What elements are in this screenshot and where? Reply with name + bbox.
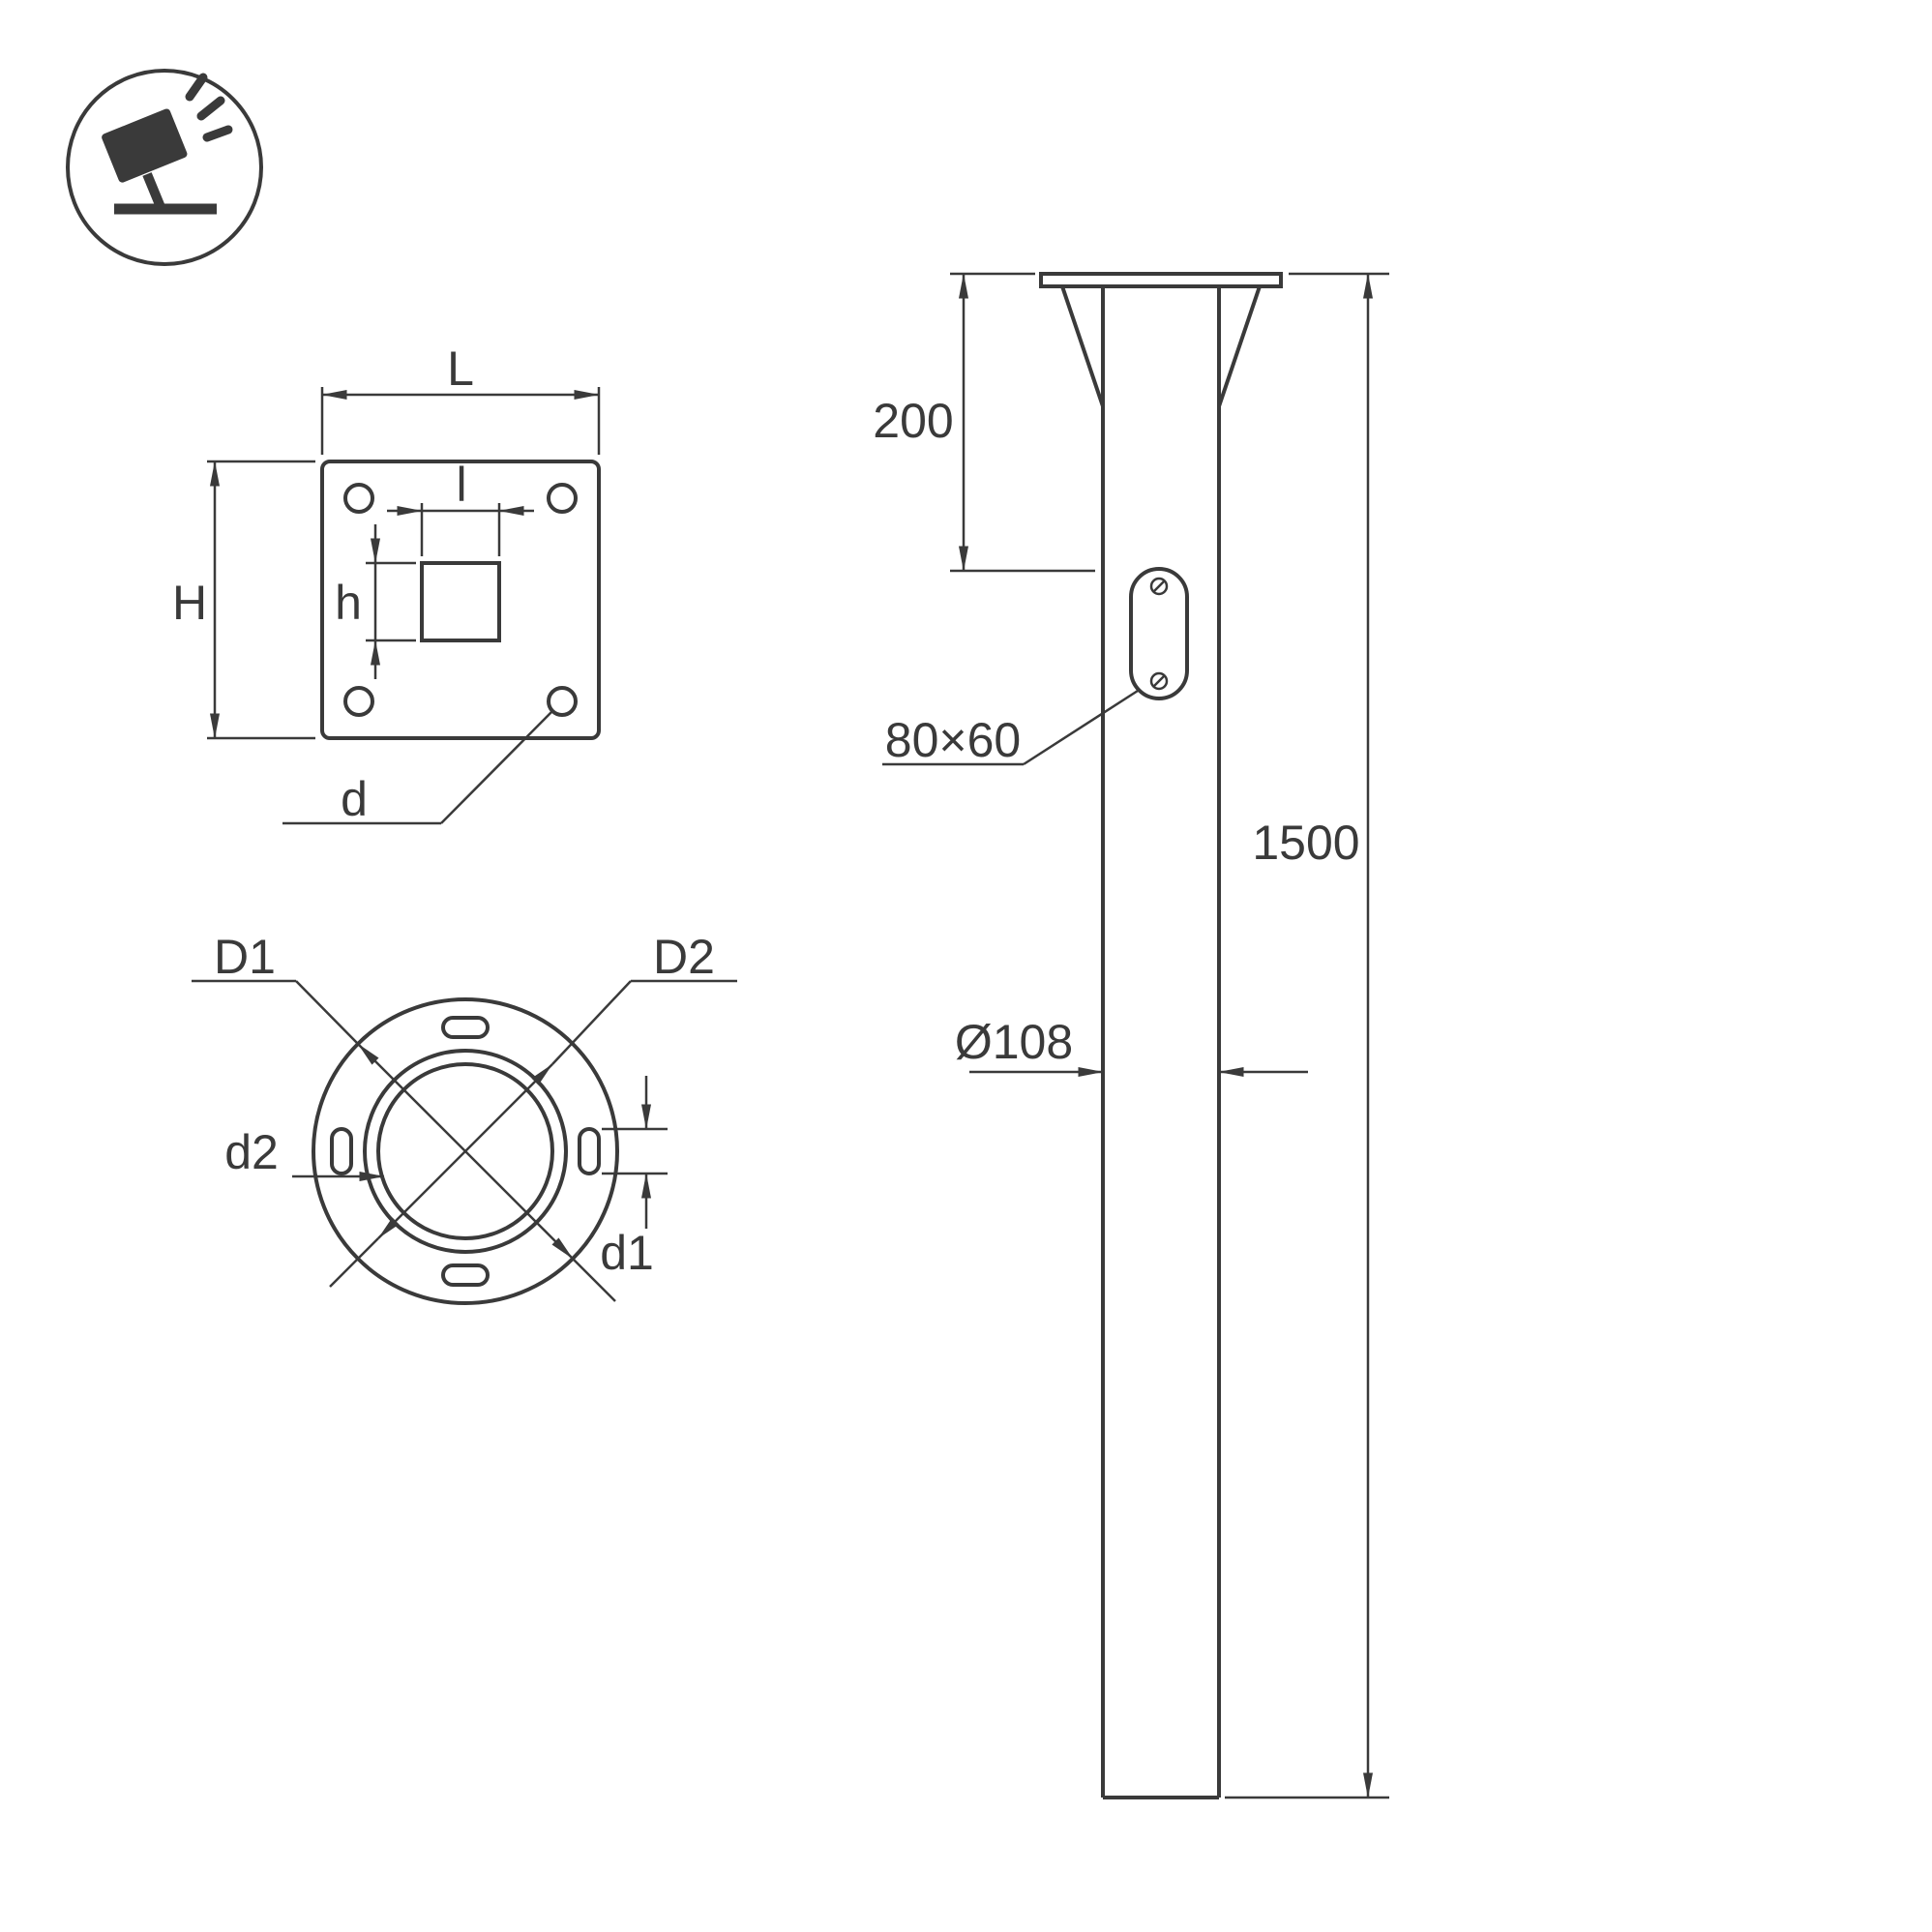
hatch-size-label: 80×60 bbox=[885, 713, 1021, 767]
floodlight-head bbox=[102, 108, 188, 183]
hatch-outline bbox=[1129, 567, 1189, 700]
dimension-label-D1: D1 bbox=[214, 930, 276, 984]
slot-hole-bottom bbox=[441, 1263, 490, 1287]
dimension-H: H bbox=[172, 460, 315, 740]
dimension-l: l bbox=[387, 458, 534, 556]
dimension-tail bbox=[572, 1258, 616, 1302]
dimension-L: L bbox=[320, 342, 601, 455]
top-flange-plate bbox=[1039, 272, 1283, 288]
dimension-d2: d2 bbox=[224, 1125, 385, 1181]
flange-plate-outline bbox=[320, 460, 601, 740]
leader-d: d bbox=[282, 710, 553, 826]
bolt-hole bbox=[547, 483, 578, 514]
dimension-label-D2: D2 bbox=[653, 930, 715, 984]
hatch-screw-top bbox=[1149, 577, 1169, 596]
dimension-200: 200 bbox=[873, 272, 1095, 573]
top-view-flange-plate: L H l h bbox=[172, 342, 601, 826]
leader-line bbox=[295, 980, 359, 1045]
dimension-label-L: L bbox=[447, 342, 474, 396]
access-hatch bbox=[1129, 567, 1189, 700]
dimension-label-diameter: Ø108 bbox=[955, 1015, 1073, 1069]
leader-line bbox=[551, 980, 632, 1065]
gusset-right bbox=[1217, 285, 1262, 407]
dimension-label-H: H bbox=[172, 576, 207, 630]
gusset-left bbox=[1060, 285, 1105, 407]
dimension-label-200: 200 bbox=[873, 394, 953, 448]
leader-line bbox=[1023, 689, 1139, 766]
slot-hole-left bbox=[330, 1127, 353, 1175]
side-view-pole: 200 80×60 1500 Ø108 bbox=[873, 272, 1389, 1799]
leader-line bbox=[440, 710, 553, 824]
dimension-label-d2: d2 bbox=[224, 1125, 279, 1179]
dimension-label-1500: 1500 bbox=[1252, 816, 1359, 870]
icon-circle bbox=[66, 69, 263, 266]
bottom-view-round-flange: D1 D2 d2 d1 bbox=[192, 930, 737, 1305]
dimension-label-d: d bbox=[341, 772, 368, 826]
slot-hole-top bbox=[441, 1016, 490, 1039]
screw-slot bbox=[1152, 674, 1166, 688]
leader-hatch-size: 80×60 bbox=[882, 689, 1139, 767]
dimension-label-l: l bbox=[456, 458, 466, 512]
tilted-floodlight-icon bbox=[66, 69, 263, 266]
dimension-1500: 1500 bbox=[1225, 272, 1389, 1799]
dimension-d1: d1 bbox=[600, 1076, 668, 1280]
bolt-hole bbox=[547, 686, 578, 717]
dimension-D2: D2 bbox=[329, 930, 737, 1288]
dimension-h: h bbox=[335, 524, 416, 679]
bolt-hole bbox=[343, 686, 374, 717]
screw-slot bbox=[1152, 580, 1166, 593]
flange-outer-circle bbox=[312, 997, 619, 1305]
hatch-screw-bottom bbox=[1149, 671, 1169, 691]
light-rays-icon bbox=[185, 73, 233, 142]
dimension-diameter-108: Ø108 bbox=[955, 1015, 1308, 1077]
slot-hole-right bbox=[578, 1127, 601, 1175]
dimension-label-d1: d1 bbox=[600, 1226, 654, 1280]
dimension-label-h: h bbox=[335, 576, 362, 630]
bolt-hole bbox=[343, 483, 374, 514]
center-pocket-outline bbox=[420, 561, 501, 642]
dimension-D1: D1 bbox=[192, 930, 616, 1302]
floodlight-stand bbox=[142, 172, 165, 209]
dimension-line bbox=[377, 1063, 553, 1239]
dimension-tail bbox=[329, 1237, 379, 1288]
